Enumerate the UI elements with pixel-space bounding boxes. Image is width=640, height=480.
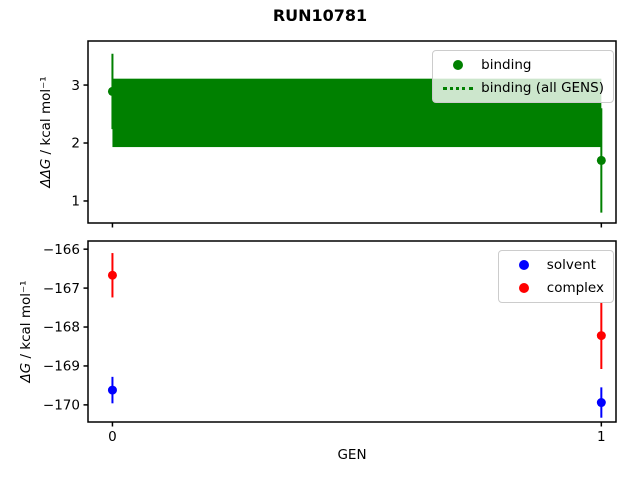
dg-plot-frame	[87, 240, 617, 423]
ddg-plot-frame	[87, 40, 617, 224]
legend-entry-binding: binding	[442, 55, 604, 75]
legend-label-all-gens: binding (all GENS)	[481, 80, 604, 96]
solvent-point	[596, 398, 606, 408]
dotted-line-icon	[442, 86, 474, 90]
y-tick-label: −169	[43, 359, 80, 375]
y-tick-label: −170	[43, 398, 80, 414]
dg-plot-ylabel: ΔG / kcal mol⁻¹	[18, 280, 34, 383]
binding-point	[596, 155, 606, 165]
x-tick-label: 0	[108, 429, 117, 445]
complex-point	[596, 331, 606, 341]
y-tick-label: 3	[71, 78, 80, 94]
y-tick-label: 1	[71, 194, 80, 210]
legend-label-complex: complex	[546, 280, 604, 296]
solvent-point	[107, 385, 117, 395]
binding-marker-icon	[442, 60, 474, 70]
solvent-marker-icon	[508, 260, 540, 270]
legend-binding: binding binding (all GENS)	[432, 50, 614, 103]
ddg-plot-ylabel: ΔΔG / kcal mol⁻¹	[38, 76, 54, 188]
plot-title: RUN10781	[272, 6, 368, 25]
legend-entry-solvent: solvent	[508, 255, 604, 275]
complex-marker-icon	[508, 283, 540, 293]
y-tick-label: −166	[43, 242, 80, 258]
y-tick-label: 2	[71, 136, 80, 152]
y-tick-label: −167	[43, 281, 80, 297]
x-tick-label: 1	[597, 429, 606, 445]
binding-point	[107, 86, 117, 96]
legend-label-solvent: solvent	[546, 257, 596, 273]
y-tick-label: −168	[43, 320, 80, 336]
complex-point	[107, 270, 117, 280]
legend-solvent-complex: solvent complex	[497, 250, 614, 303]
legend-label-binding: binding	[481, 57, 532, 73]
legend-entry-all-gens: binding (all GENS)	[442, 78, 604, 98]
legend-entry-complex: complex	[508, 278, 604, 298]
dg-plot-xlabel: GEN	[337, 447, 366, 463]
